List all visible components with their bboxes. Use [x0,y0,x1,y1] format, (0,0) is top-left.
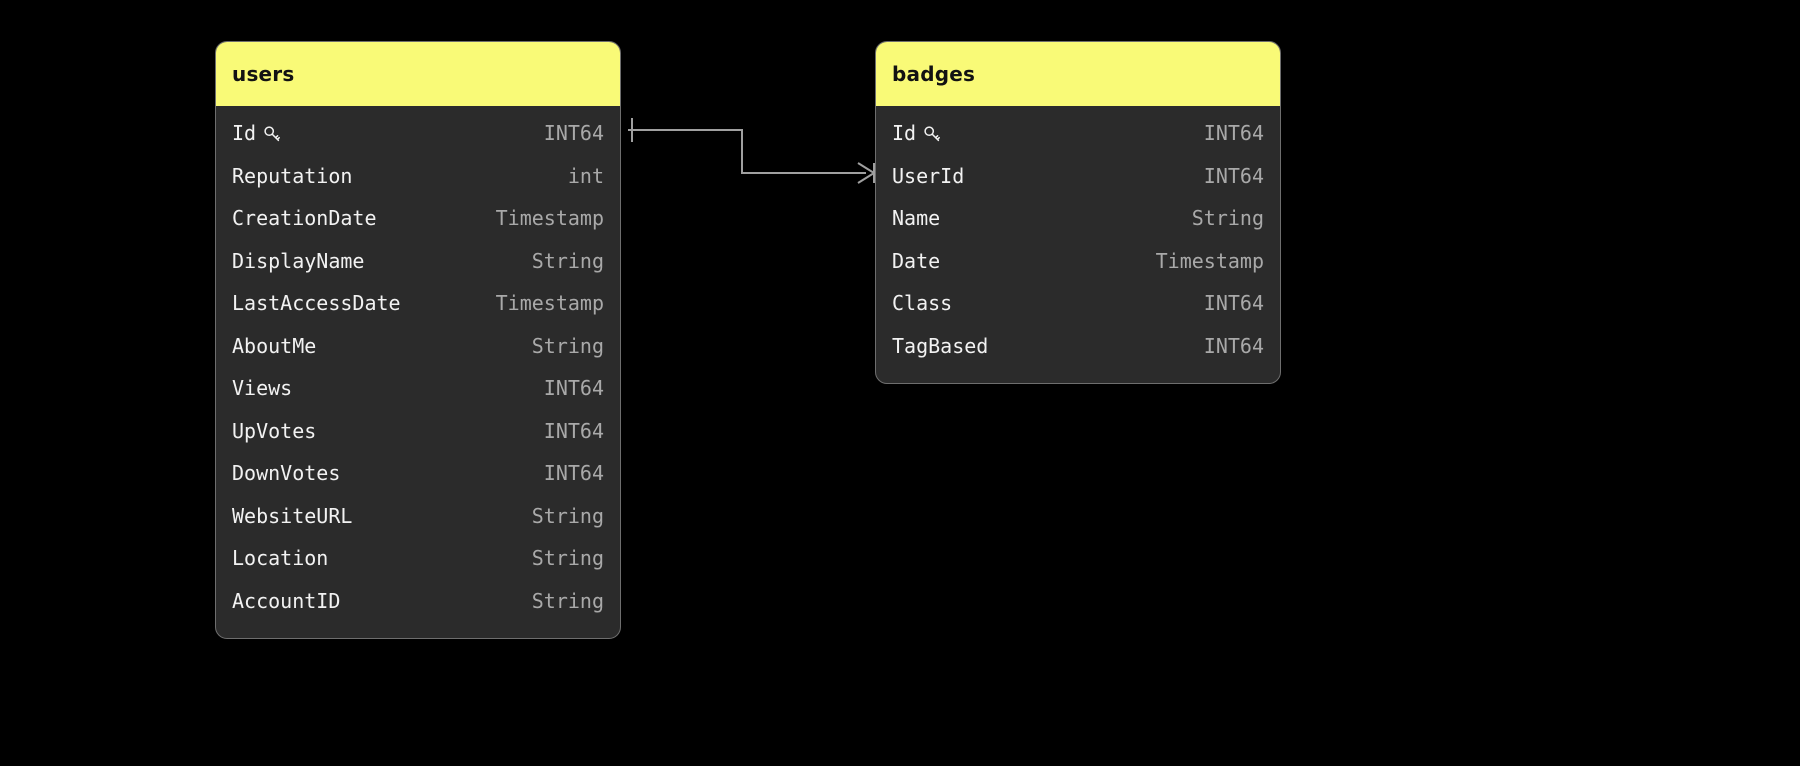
field-type: String [1191,206,1264,231]
field-type: INT64 [543,461,604,486]
field-type: int [567,163,604,188]
cardinality-many-marker [857,162,875,184]
field-type: INT64 [1203,291,1264,316]
field-name: DisplayName [232,248,365,273]
field-type: INT64 [1203,163,1264,188]
field-name: AboutMe [232,333,317,358]
field-row-users-id[interactable]: Id INT64 [216,112,620,155]
field-name: AccountID [232,588,341,613]
field-row-badges-class[interactable]: Class INT64 [876,282,1280,325]
field-row-users-lastaccessdate[interactable]: LastAccessDate Timestamp [216,282,620,325]
field-name: TagBased [892,333,989,358]
field-type: INT64 [543,376,604,401]
field-row-users-aboutme[interactable]: AboutMe String [216,325,620,368]
field-type: Timestamp [1155,248,1264,273]
field-row-badges-id[interactable]: Id INT64 [876,112,1280,155]
field-name: UpVotes [232,418,317,443]
key-icon [923,125,941,143]
field-type: String [531,546,604,571]
field-row-badges-tagbased[interactable]: TagBased INT64 [876,325,1280,368]
field-row-users-downvotes[interactable]: DownVotes INT64 [216,452,620,495]
field-name: Name [892,206,941,231]
entity-title-badges: badges [876,42,1280,106]
field-name: Class [892,291,953,316]
connector-path [628,129,866,174]
field-row-users-displayname[interactable]: DisplayName String [216,240,620,283]
field-row-users-upvotes[interactable]: UpVotes INT64 [216,410,620,453]
field-row-users-reputation[interactable]: Reputation int [216,155,620,198]
field-type: Timestamp [495,206,604,231]
field-name: Location [232,546,329,571]
field-name: CreationDate [232,206,377,231]
field-name: LastAccessDate [232,291,401,316]
field-type: String [531,333,604,358]
entity-card-badges[interactable]: badges Id INT64 UserId INT64 [875,41,1281,384]
field-type: INT64 [543,418,604,443]
field-row-users-location[interactable]: Location String [216,537,620,580]
field-row-users-accountid[interactable]: AccountID String [216,580,620,623]
field-type: INT64 [543,121,604,146]
entity-title-users: users [216,42,620,106]
entity-card-users[interactable]: users Id INT64 Reputation int [215,41,621,639]
field-name: Id [232,121,281,145]
field-type: String [531,503,604,528]
field-type: Timestamp [495,291,604,316]
field-row-badges-userid[interactable]: UserId INT64 [876,155,1280,198]
field-type: String [531,588,604,613]
entity-fields-badges: Id INT64 UserId INT64 Name String [876,106,1280,383]
field-row-badges-name[interactable]: Name String [876,197,1280,240]
field-name: Date [892,248,941,273]
field-type: String [531,248,604,273]
field-row-users-websiteurl[interactable]: WebsiteURL String [216,495,620,538]
field-row-users-views[interactable]: Views INT64 [216,367,620,410]
key-icon [263,125,281,143]
field-name: Reputation [232,163,353,188]
field-row-badges-date[interactable]: Date Timestamp [876,240,1280,283]
field-row-users-creationdate[interactable]: CreationDate Timestamp [216,197,620,240]
field-type: INT64 [1203,121,1264,146]
field-type: INT64 [1203,333,1264,358]
field-name: WebsiteURL [232,503,353,528]
field-name: UserId [892,163,965,188]
entity-fields-users: Id INT64 Reputation int CreationDate Tim… [216,106,620,638]
field-name: DownVotes [232,461,341,486]
field-name: Views [232,376,293,401]
field-name: Id [892,121,941,145]
